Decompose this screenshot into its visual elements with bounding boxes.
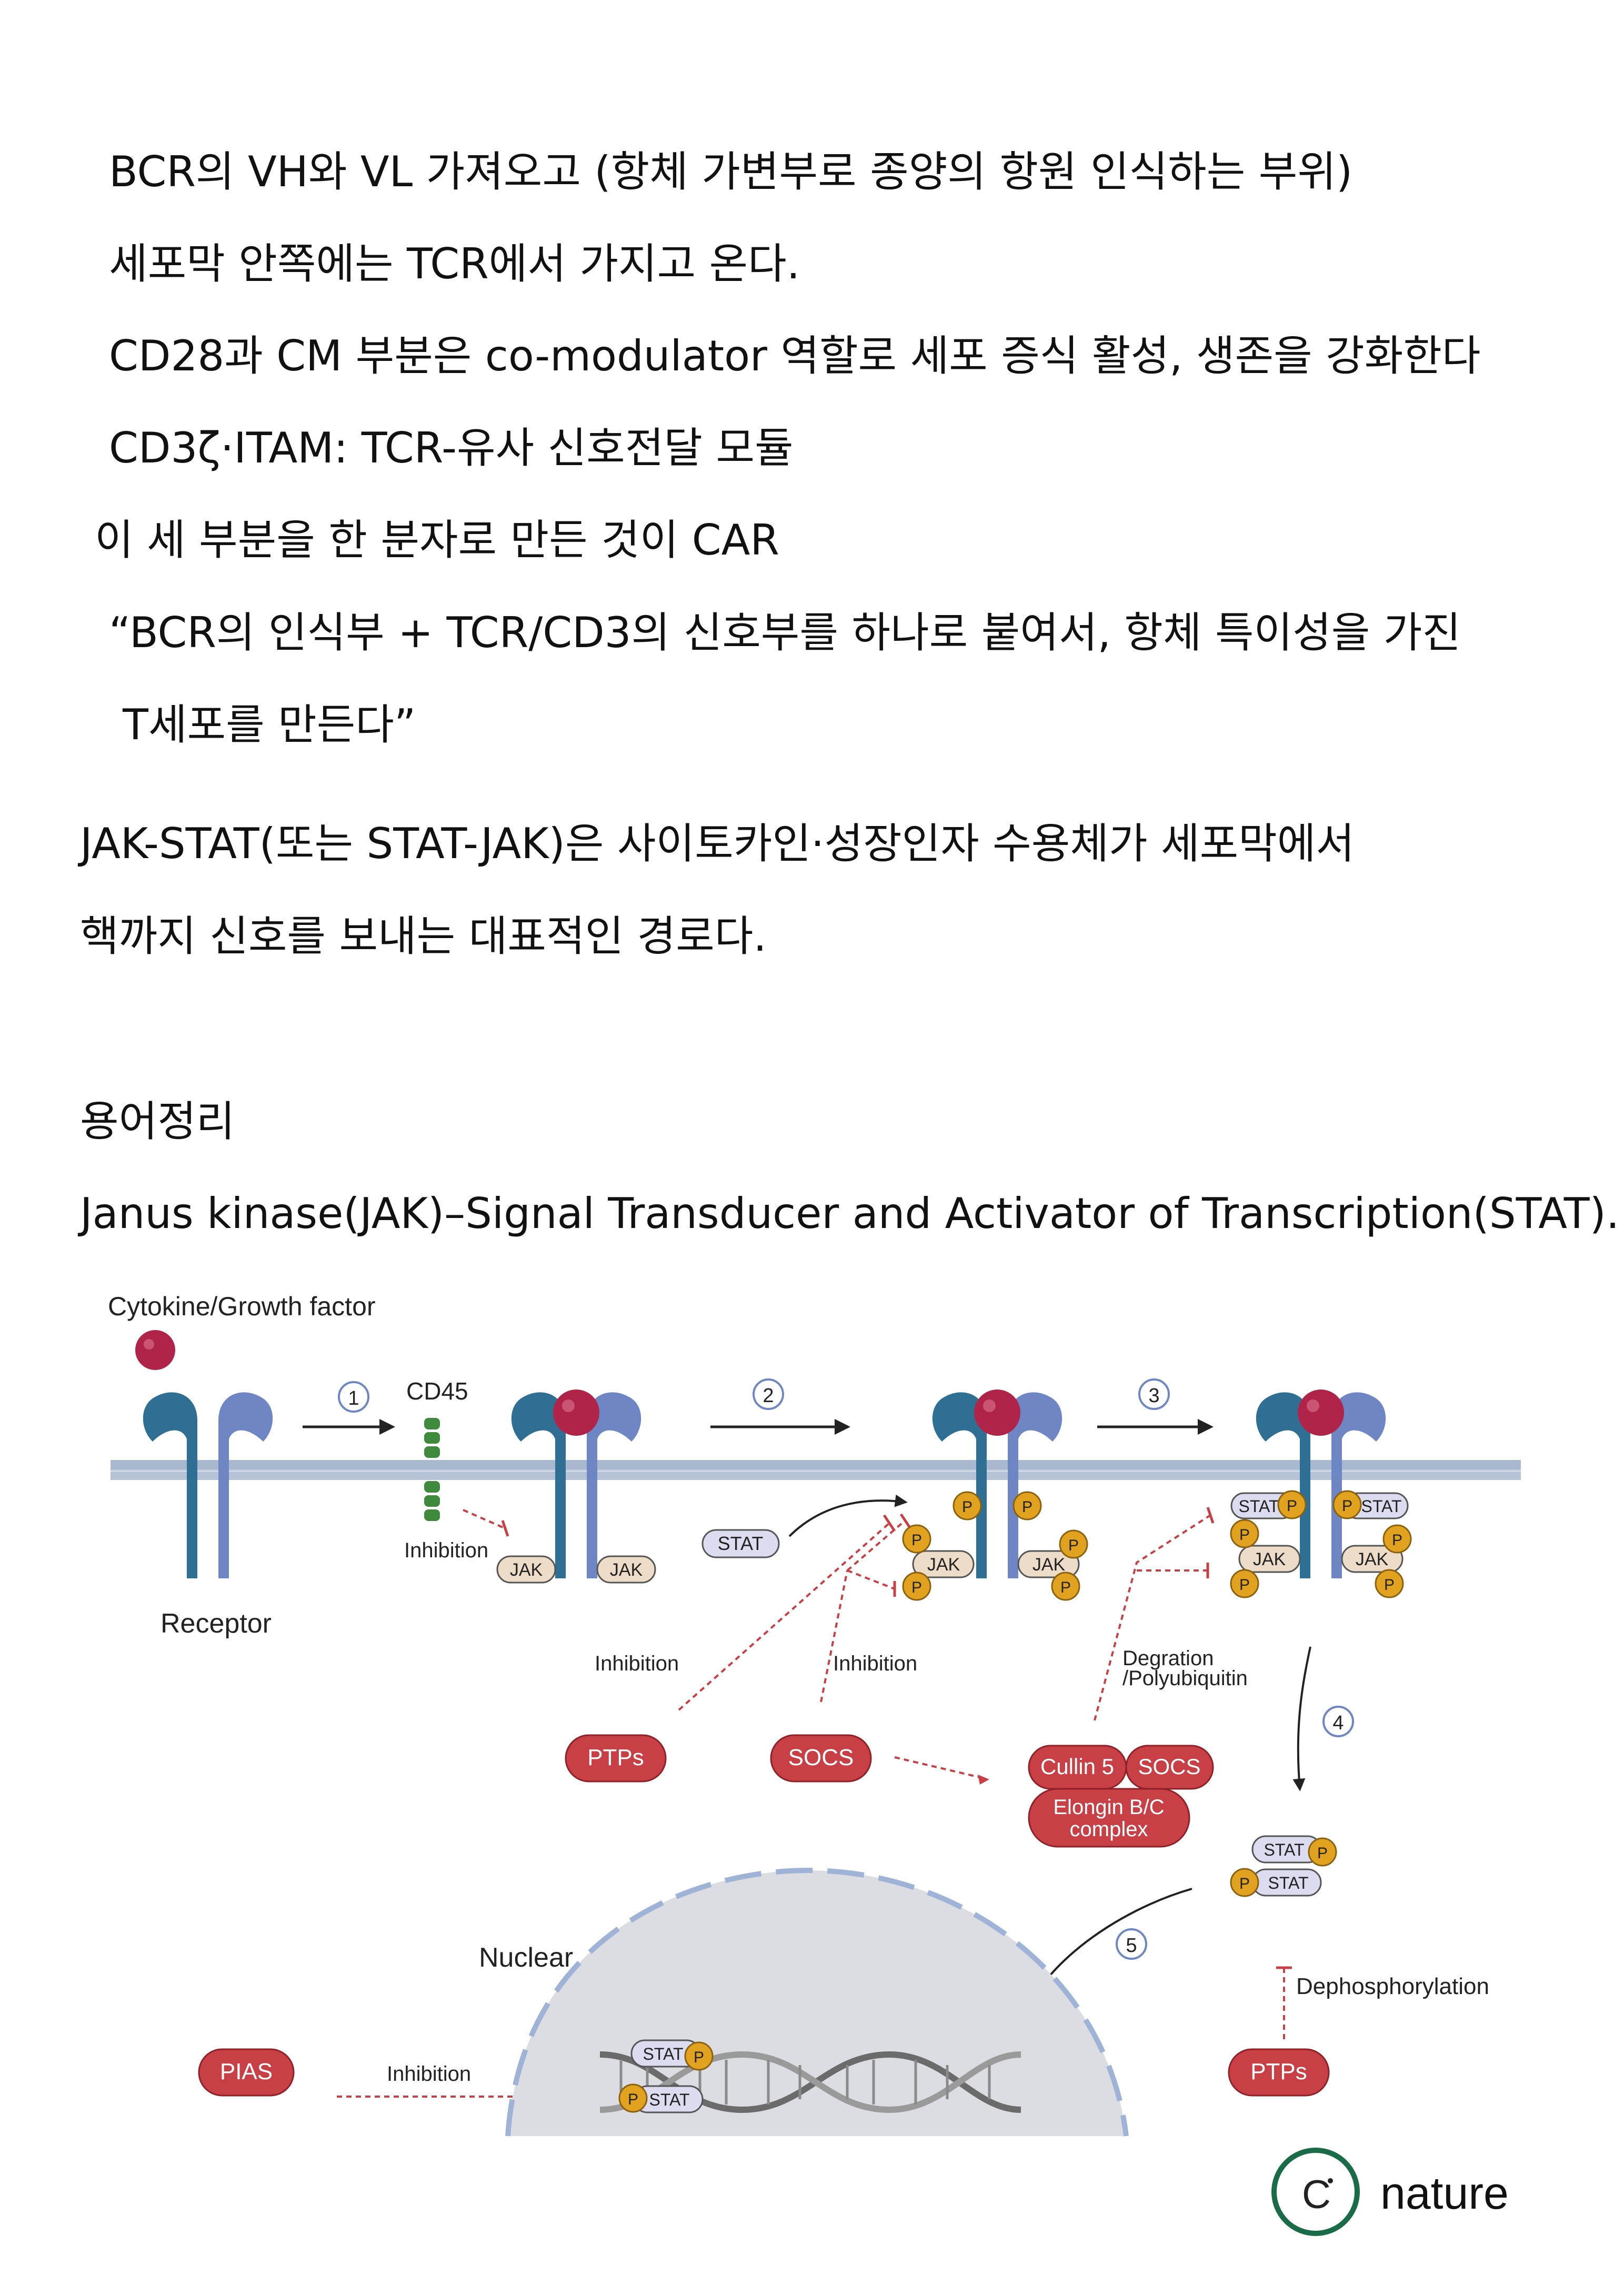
nucleus	[508, 1870, 1126, 2136]
step-2-badge	[753, 1378, 784, 1410]
jak-right-4	[1341, 1545, 1404, 1573]
pias-pill: PIAS	[198, 2048, 295, 2097]
svg-text:P: P	[628, 2091, 638, 2108]
svg-text:P: P	[1239, 1576, 1250, 1594]
inhibition-lines	[337, 1514, 1285, 2098]
step-3-badge	[1138, 1378, 1170, 1410]
note-line-4: CD3ζ·ITAM: TCR-유사 신호전달 모듈	[109, 424, 794, 472]
svg-text:Dephosphorylation: Dephosphorylation	[1296, 1973, 1489, 1999]
step-1-badge	[338, 1381, 369, 1413]
receptor-label: Receptor	[161, 1608, 272, 1639]
svg-text:STAT: STAT	[1361, 1497, 1401, 1516]
glossary-heading: 용어정리	[80, 1097, 235, 1146]
cd45-inhibition-line	[463, 1509, 506, 1529]
svg-text:JAK: JAK	[610, 1560, 643, 1580]
svg-text:Elongin B/C: Elongin B/C	[1053, 1796, 1164, 1819]
ptps-pill-bottom: PTPs	[1228, 2048, 1330, 2097]
svg-text:P: P	[962, 1498, 973, 1516]
svg-text:STAT: STAT	[1268, 1874, 1308, 1892]
svg-text:Inhibition: Inhibition	[404, 1539, 488, 1562]
svg-text:STAT: STAT	[643, 2045, 683, 2063]
svg-text:P: P	[1384, 1576, 1395, 1594]
ligand-icon	[135, 1330, 175, 1370]
step-5-badge	[1116, 1928, 1147, 1960]
note-line-5: 이 세 부분을 한 분자로 만든 것이 CAR	[95, 516, 779, 565]
ptps-pill-top: PTPs	[565, 1734, 667, 1783]
svg-text:PTPs: PTPs	[1250, 2059, 1307, 2084]
svg-text:P: P	[1287, 1497, 1297, 1515]
logo-letter: C	[1302, 2172, 1331, 2217]
stat-dimer-cytoplasm: STAT P STAT P	[1230, 1835, 1337, 1897]
svg-text:P: P	[1068, 1537, 1079, 1554]
svg-text:P: P	[1239, 1526, 1250, 1544]
jak-right-3	[1017, 1550, 1080, 1578]
intro-line-1: JAK-STAT(또는 STAT-JAK)은 사이토카인·성장인자 수용체가 세…	[80, 819, 1355, 868]
note-line-7: T세포를 만든다”	[123, 700, 416, 749]
note-line-2: 세포막 안쪽에는 TCR에서 가지고 온다.	[109, 239, 800, 288]
cd45-icon	[424, 1418, 440, 1521]
svg-text:JAK: JAK	[1356, 1549, 1389, 1569]
svg-text:/Polyubiquitin: /Polyubiquitin	[1122, 1667, 1248, 1690]
svg-text:P: P	[911, 1579, 922, 1596]
svg-text:P: P	[1239, 1875, 1250, 1892]
note-line-1: BCR의 VH와 VL 가져오고 (항체 가변부로 종양의 항원 인식하는 부위…	[109, 147, 1353, 196]
svg-text:P: P	[1392, 1532, 1402, 1549]
svg-text:Degration: Degration	[1122, 1647, 1214, 1670]
svg-text:P: P	[1060, 1579, 1071, 1596]
dna-helix	[599, 2051, 1021, 2113]
jak-left-4	[1238, 1545, 1301, 1573]
jak-left-3	[912, 1550, 975, 1578]
svg-text:P: P	[1317, 1845, 1328, 1862]
socs-complex: Cullin 5 SOCS Elongin B/C complex	[1028, 1745, 1214, 1848]
cd45-label: CD45	[406, 1377, 468, 1405]
svg-text:P: P	[1022, 1498, 1032, 1516]
svg-text:Inhibition: Inhibition	[833, 1652, 917, 1675]
svg-text:Inhibition: Inhibition	[595, 1652, 679, 1675]
svg-text:3: 3	[1148, 1385, 1159, 1407]
note-line-3: CD28과 CM 부분은 co-modulator 역할로 세포 증식 활성, …	[109, 331, 1481, 380]
ligand-label: Cytokine/Growth factor	[108, 1292, 376, 1321]
svg-text:SOCS: SOCS	[1138, 1754, 1200, 1779]
svg-text:JAK: JAK	[1253, 1549, 1286, 1569]
glossary-definition: Janus kinase(JAK)–Signal Transducer and …	[80, 1189, 1620, 1238]
svg-text:JAK: JAK	[927, 1555, 960, 1575]
svg-text:JAK: JAK	[1032, 1555, 1066, 1575]
step-4-badge	[1322, 1706, 1354, 1737]
svg-text:SOCS: SOCS	[788, 1745, 854, 1770]
cell-membrane	[111, 1460, 1521, 1471]
logo-word: nature	[1380, 2168, 1509, 2219]
intro-line-2: 핵까지 신호를 보내는 대표적인 경로다.	[80, 912, 767, 961]
svg-text:P: P	[694, 2049, 704, 2066]
svg-text:STAT: STAT	[1238, 1497, 1279, 1516]
svg-text:PIAS: PIAS	[220, 2059, 273, 2084]
socs-pill: SOCS	[770, 1734, 872, 1783]
svg-text:P: P	[1342, 1497, 1352, 1515]
svg-text:STAT: STAT	[1264, 1840, 1304, 1859]
stat-free	[701, 1529, 780, 1558]
logo-dot-icon	[1328, 2178, 1333, 2183]
svg-text:PTPs: PTPs	[587, 1745, 644, 1770]
svg-text:5: 5	[1126, 1935, 1137, 1957]
svg-text:STAT: STAT	[718, 1533, 764, 1554]
receptor-unbound	[143, 1392, 273, 1578]
nuclear-label: Nuclear	[479, 1942, 573, 1973]
stat-dimer-nucleus: STAT P STAT P	[618, 2039, 714, 2113]
svg-text:STAT: STAT	[649, 2090, 689, 2109]
svg-text:P: P	[911, 1532, 922, 1549]
svg-text:JAK: JAK	[510, 1560, 543, 1580]
logo-ring	[1271, 2148, 1360, 2236]
svg-text:Inhibition: Inhibition	[387, 2062, 471, 2086]
svg-text:2: 2	[763, 1385, 774, 1407]
svg-text:4: 4	[1332, 1712, 1344, 1734]
svg-text:complex: complex	[1070, 1818, 1148, 1841]
jak-left-2	[496, 1555, 556, 1584]
svg-text:1: 1	[348, 1387, 359, 1409]
svg-text:Cullin 5: Cullin 5	[1040, 1754, 1114, 1779]
note-line-6: “BCR의 인식부 + TCR/CD3의 신호부를 하나로 붙여서, 항체 특이…	[109, 608, 1461, 657]
jak-right-2	[596, 1555, 656, 1584]
phospho-group-3: P P	[953, 1491, 1042, 1520]
